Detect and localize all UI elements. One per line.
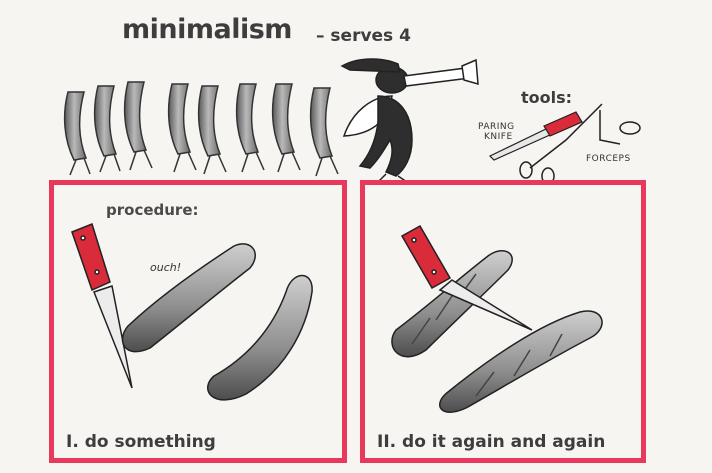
panel-step-2 [360, 180, 646, 463]
panel1-sausage-sad [207, 274, 313, 401]
panel2-sausage-bottom [439, 310, 603, 413]
forceps-tool-icon [519, 103, 641, 185]
marching-sausage [197, 85, 227, 175]
paring-knife-label-line1: PARING [478, 122, 515, 132]
marching-sausage [235, 83, 265, 173]
panel1-knife [71, 223, 133, 389]
panel1-sausage-hurt [121, 243, 256, 353]
marching-sausage [93, 85, 121, 173]
tools-heading: tools: [521, 88, 573, 107]
paring-knife-label-line2: KNIFE [484, 132, 513, 142]
panel-step-1 [49, 180, 347, 463]
speech-text: ouch! [150, 261, 182, 274]
forceps-label: FORCEPS [586, 154, 631, 164]
paring-knife-tool-icon [488, 111, 583, 161]
page-subtitle: – serves 4 [316, 26, 411, 46]
step-1-caption: I. do something [66, 432, 216, 452]
marching-sausage [63, 91, 91, 176]
page-title: minimalism [122, 14, 292, 45]
marching-sausage [123, 81, 153, 171]
procedure-label: procedure: [106, 201, 199, 219]
marching-sausage [167, 83, 197, 173]
step-2-caption: II. do it again and again [377, 432, 606, 452]
marching-sausage [309, 87, 339, 177]
panel2-knife [400, 224, 533, 331]
piper-cat [340, 58, 479, 185]
marching-sausages [63, 81, 339, 177]
marching-sausage [271, 83, 301, 173]
